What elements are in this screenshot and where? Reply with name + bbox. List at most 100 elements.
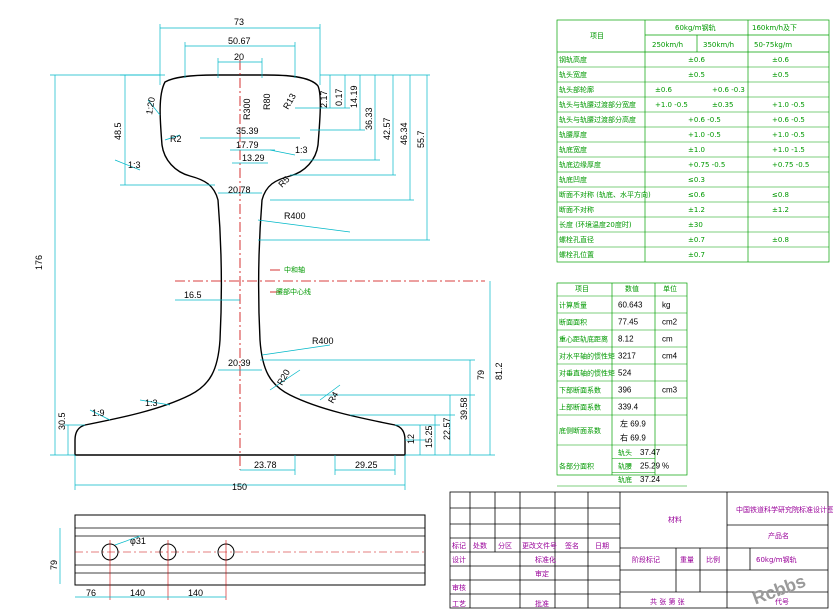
dim-2039: 20.39 [228, 358, 251, 368]
prop-row-unit: cm2 [662, 318, 678, 327]
dim-017: 0.17 [334, 88, 344, 106]
dim-slope19: 1:9 [92, 408, 105, 418]
tb-scale: 比例 [706, 555, 720, 564]
title-block [449, 491, 829, 609]
prop-header-unit: 单位 [663, 284, 677, 293]
dim-1329: 13.29 [242, 153, 265, 163]
tol-row-mid: ±0.5 [688, 71, 705, 79]
tol-row-right: +1.0 -1.5 [772, 146, 805, 154]
dim-r4: R4 [326, 390, 340, 405]
dim-slope13a: 1:3 [128, 160, 141, 170]
tol-row-right: +1.0 -0.5 [772, 131, 805, 139]
tol-row-mid: ±0.6 [655, 86, 673, 94]
prop-row-unit: kg [662, 301, 670, 310]
tol-row-mid: ±1.0 [688, 146, 705, 154]
tol-row-mid: ±0.7 [688, 236, 705, 244]
dim-79: 79 [476, 370, 486, 380]
tol-row-label: 轨头与轨腰过渡部分宽度 [559, 100, 636, 109]
tb-sign-2: 工艺 [452, 600, 466, 608]
tol-row-right: ±0.8 [772, 236, 789, 244]
prop-row-label: 断面面积 [559, 318, 587, 327]
tol-header-speed1: 250km/h [652, 41, 683, 49]
tb-mid-0: 标准化 [535, 555, 556, 564]
dim-r400b: R400 [312, 336, 334, 346]
label-web-centerline: 腰部中心线 [276, 287, 311, 296]
prop-row-value: 524 [618, 369, 632, 378]
tol-row-label: 轨腰厚度 [559, 130, 587, 139]
tb-mid-1: 审定 [535, 569, 549, 578]
dim-2257: 22.57 [442, 417, 452, 440]
dim-side-140b: 140 [188, 588, 203, 598]
dim-r400a: R400 [284, 211, 306, 221]
tol-row-label: 钢轨高度 [559, 55, 587, 64]
prop-row-value-b: 右 69.9 [620, 433, 646, 443]
tol-row-label: 长度 (环境温度20度时) [559, 220, 632, 229]
tol-row-label: 轨底凹度 [559, 175, 587, 184]
dim-3633: 36.33 [364, 107, 374, 130]
prop-sub-value: 25.29 [640, 462, 661, 471]
prop-row-label: 重心距轨底距离 [559, 335, 608, 344]
property-table [556, 282, 688, 476]
prop-sub-value: 37.47 [640, 448, 661, 457]
prop-row-value: 3217 [618, 352, 636, 361]
dim-3958: 39.58 [459, 397, 469, 420]
dim-12: 12 [406, 434, 416, 444]
tol-header-group: 60kg/m钢轨 [675, 23, 716, 32]
prop-row-label: 对垂直轴的惯性矩 [559, 369, 615, 378]
dimension-lines [50, 24, 495, 490]
tb-code: 代号 [775, 597, 789, 606]
tol-row-right: ±1.2 [772, 206, 789, 214]
tol-header-right-sub: 50-75kg/m [754, 41, 792, 49]
tol-row-right: ≤0.8 [772, 191, 789, 199]
tol-row-mid: ≤0.6 [688, 191, 706, 199]
prop-sub-part: 轨腰 [618, 462, 632, 471]
prop-row-unit: cm4 [662, 352, 678, 361]
tol-row-right: ±0.6 [772, 56, 790, 64]
prop-row-unit: % [662, 462, 669, 471]
dim-4634: 46.34 [399, 122, 409, 145]
side-view: φ31 79 76 140 140 [49, 514, 426, 600]
prop-sub-part: 轨底 [618, 475, 632, 484]
dim-485: 48.5 [113, 122, 123, 140]
prop-row-value: 60.643 [618, 301, 643, 310]
tol-row-mid: +0.6 -0.5 [688, 116, 721, 124]
tol-row-mid: +0.75 -0.5 [688, 161, 725, 169]
dim-2078: 20.78 [228, 185, 251, 195]
tol-row-right: +0.75 -0.5 [772, 161, 809, 169]
prop-row-label: 底侧断面系数 [559, 426, 601, 435]
dim-1525: 15.25 [424, 425, 434, 448]
dim-slope120: 1:20 [144, 96, 157, 115]
tb-product-value: 60kg/m钢轨 [756, 555, 797, 564]
tol-row-label: 轨底宽度 [559, 145, 587, 154]
tol-row-mid-b: +0.6 -0.3 [712, 86, 745, 94]
tol-row-label: 螺栓孔位置 [559, 250, 594, 259]
tol-row-mid: ≤0.3 [688, 176, 705, 184]
dim-20: 20 [234, 52, 244, 62]
tol-row-mid: ±1.2 [688, 206, 705, 214]
dim-3539: 35.39 [236, 126, 259, 136]
prop-header-item: 项目 [575, 285, 589, 293]
dim-5067: 50.67 [228, 36, 251, 46]
dim-r80: R80 [262, 93, 272, 110]
prop-row-unit: cm [662, 335, 673, 344]
dim-557: 55.7 [416, 130, 426, 148]
dim-r300: R300 [242, 98, 252, 120]
tb-material: 材料 [668, 515, 682, 524]
rail-profile-outline [74, 74, 406, 456]
tb-weight: 重量 [680, 556, 694, 564]
tb-product: 产品名 [768, 531, 789, 540]
dim-1779: 17.79 [236, 140, 259, 150]
title-block-text: 材料 中国铁道科学研究院标准设计图 产品名 阶段标记 重量 比例 60kg/m钢… [452, 505, 833, 608]
dim-217: 2.17 [319, 90, 329, 108]
tb-marks: 阶段标记 [632, 555, 660, 564]
tb-row-label-2: 分区 [498, 541, 512, 550]
tol-row-mid: +1.0 -0.5 [655, 101, 688, 109]
dim-side-76: 76 [86, 588, 96, 598]
dim-165: 16.5 [184, 290, 202, 300]
tol-row-label: 断面不对称 [559, 205, 594, 214]
prop-row-label: 对水平轴的惯性矩 [559, 352, 615, 361]
dim-812: 81.2 [494, 362, 504, 380]
prop-row-label: 计算质量 [559, 301, 587, 310]
tol-row-mid: ±0.7 [688, 251, 705, 259]
dim-150: 150 [232, 482, 247, 492]
